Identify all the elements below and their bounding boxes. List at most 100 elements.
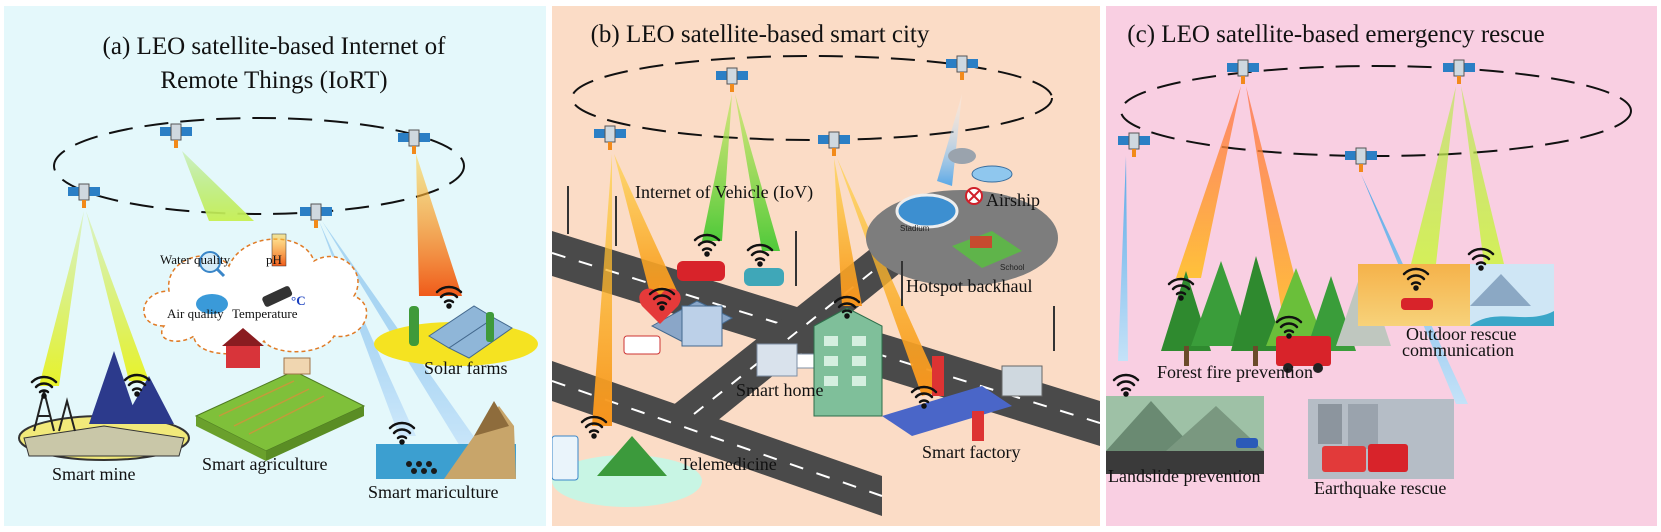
smart-home-icon <box>756 343 798 377</box>
label-iov: Internet of Vehicle (IoV) <box>635 182 814 202</box>
satellite-icon <box>818 131 850 156</box>
label-smart-home: Smart home <box>736 380 824 400</box>
wifi-icon <box>1402 267 1430 291</box>
tower-building <box>813 307 883 417</box>
cactus-icon <box>409 306 419 346</box>
label-landslide: Landslide prevention <box>1108 466 1261 486</box>
label-temperature: Temperature <box>232 306 298 321</box>
label-forest-fire: Forest fire prevention <box>1157 362 1313 382</box>
satellite-icon <box>594 125 626 150</box>
label-airship: Airship <box>986 190 1040 210</box>
stadium-icon <box>895 193 959 229</box>
satellite-icon <box>716 67 748 92</box>
satellite-icon <box>68 183 100 208</box>
orbit-ring <box>571 55 1053 141</box>
wifi-icon <box>746 243 774 267</box>
emergency-illustration <box>1106 59 1632 479</box>
school-icon <box>952 231 1022 268</box>
satellite-icon <box>1443 59 1475 84</box>
satellite-icon <box>300 203 332 228</box>
beam-hotspot <box>937 94 962 186</box>
cactus-icon <box>486 312 494 342</box>
label-smart-mine: Smart mine <box>52 464 136 484</box>
beam-iov-2 <box>735 94 780 251</box>
thermometer-icon <box>262 286 293 307</box>
satellite-icon <box>1345 147 1377 172</box>
satellite-icon <box>1118 132 1150 157</box>
panel-a-title-line2: Remote Things (IoRT) <box>160 67 388 94</box>
air-quality-icon <box>196 294 228 314</box>
label-outdoor-rescue-line2: communication <box>1402 340 1514 360</box>
panel-b-title: (b) LEO satellite-based smart city <box>590 21 930 48</box>
barn-icon <box>226 344 260 368</box>
orbit-ring <box>1120 65 1632 157</box>
airship-icon <box>971 165 1013 183</box>
wifi-icon <box>388 421 416 445</box>
label-ph: pH <box>266 252 282 267</box>
beam-mine-1 <box>39 211 84 386</box>
label-outdoor-rescue-line1: Outdoor rescue <box>1406 324 1517 344</box>
wifi-icon <box>910 385 938 409</box>
label-earthquake: Earthquake rescue <box>1314 478 1447 498</box>
wifi-icon <box>1112 373 1140 397</box>
beam-cloud <box>182 151 254 221</box>
beam-outdoor-2 <box>1461 86 1504 264</box>
wifi-icon <box>123 373 151 397</box>
car-teal-icon <box>744 268 784 286</box>
factory-conveyor <box>882 386 1012 436</box>
wifi-icon <box>580 415 608 439</box>
beam-solar <box>416 154 462 296</box>
satellite-icon <box>160 123 192 148</box>
panel-emergency-rescue: (c) LEO satellite-based emergency rescue… <box>1106 6 1657 526</box>
sensor-cloud <box>143 238 368 355</box>
satellite-icon <box>946 55 978 80</box>
beam-home <box>834 158 862 306</box>
beam-telemedicine <box>592 154 612 426</box>
wifi-icon <box>1275 315 1303 339</box>
wifi-icon <box>1167 277 1195 301</box>
farmland <box>194 370 366 452</box>
label-smart-agriculture: Smart agriculture <box>202 454 328 474</box>
beam-landslide <box>1118 156 1128 361</box>
fire-truck-icon <box>1276 336 1331 366</box>
phone-icon <box>552 435 579 481</box>
label-air-quality: Air quality <box>167 306 224 321</box>
wifi-icon <box>30 375 58 399</box>
wifi-icon <box>435 285 463 309</box>
car-red-icon <box>677 261 725 281</box>
desert-scene <box>1358 264 1470 326</box>
street-light-icon <box>567 186 1055 351</box>
beam-forest-2 <box>1246 86 1306 326</box>
water-quality-icon <box>199 251 221 273</box>
satellite-icon <box>1227 59 1259 84</box>
mountain-icon <box>89 351 139 424</box>
wifi-icon <box>833 295 861 319</box>
beam-iov-1 <box>702 94 732 241</box>
forest-illustration <box>1161 256 1391 366</box>
wifi-icon <box>1467 247 1495 271</box>
robot-arm-icon <box>932 356 944 396</box>
label-smart-factory: Smart factory <box>922 442 1021 462</box>
fire-engine-icon <box>1368 444 1408 472</box>
wifi-icon <box>693 233 721 257</box>
panel-smart-city: (b) LEO satellite-based smart city Inter… <box>552 6 1100 526</box>
rescue-car-icon <box>1401 298 1433 310</box>
beam-factory <box>837 158 942 396</box>
panel-c-title: (c) LEO satellite-based emergency rescue <box>1127 21 1545 48</box>
label-celsius: °C <box>291 293 306 308</box>
telemedicine-pad <box>552 455 702 507</box>
ph-scale-icon <box>271 233 287 267</box>
beam-forest-1 <box>1176 86 1241 278</box>
beam-hospital <box>614 154 677 301</box>
beam-outdoor-1 <box>1411 86 1456 264</box>
label-smart-mariculture: Smart mariculture <box>368 482 499 502</box>
label-solar-farms: Solar farms <box>424 358 508 378</box>
smart-city-illustration <box>552 55 1100 516</box>
wifi-icon <box>648 287 676 311</box>
panel-iort: (a) LEO satellite-based Internet of Remo… <box>4 6 546 526</box>
label-telemedicine: Telemedicine <box>680 454 777 474</box>
label-school: School <box>1000 263 1025 272</box>
label-water-quality: Water quality <box>160 252 231 267</box>
label-hotspot-backhaul: Hotspot backhaul <box>906 276 1033 296</box>
orbit-ring <box>53 117 465 215</box>
